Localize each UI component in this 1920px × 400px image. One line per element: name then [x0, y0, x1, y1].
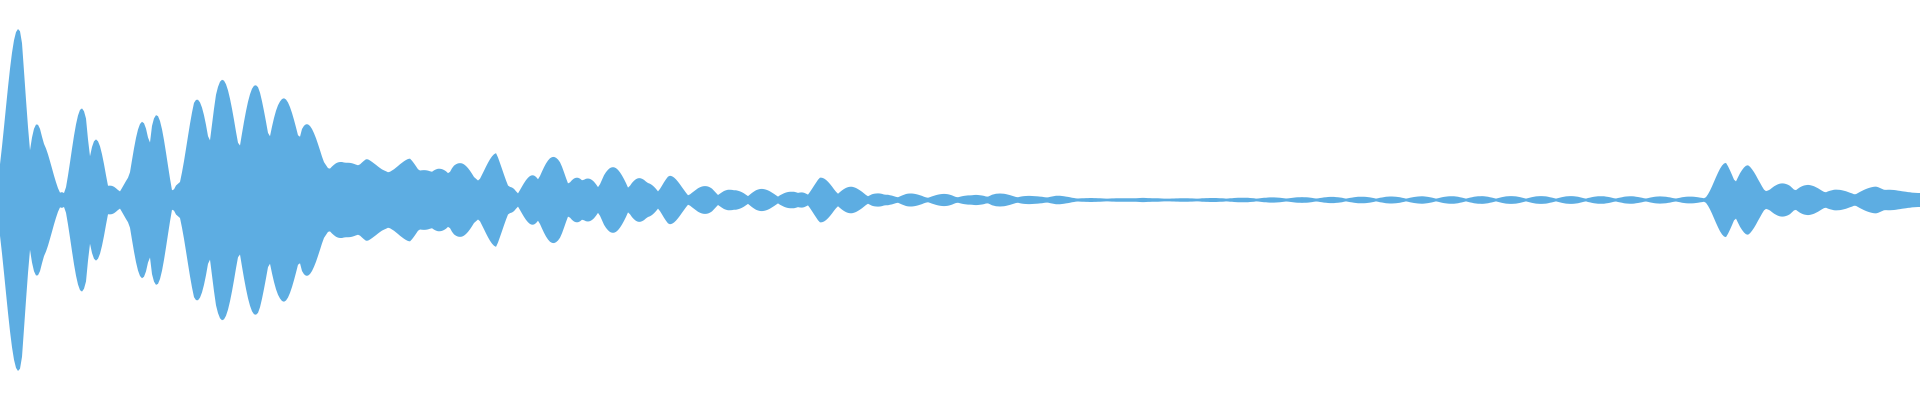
waveform-shape: [0, 29, 1920, 371]
